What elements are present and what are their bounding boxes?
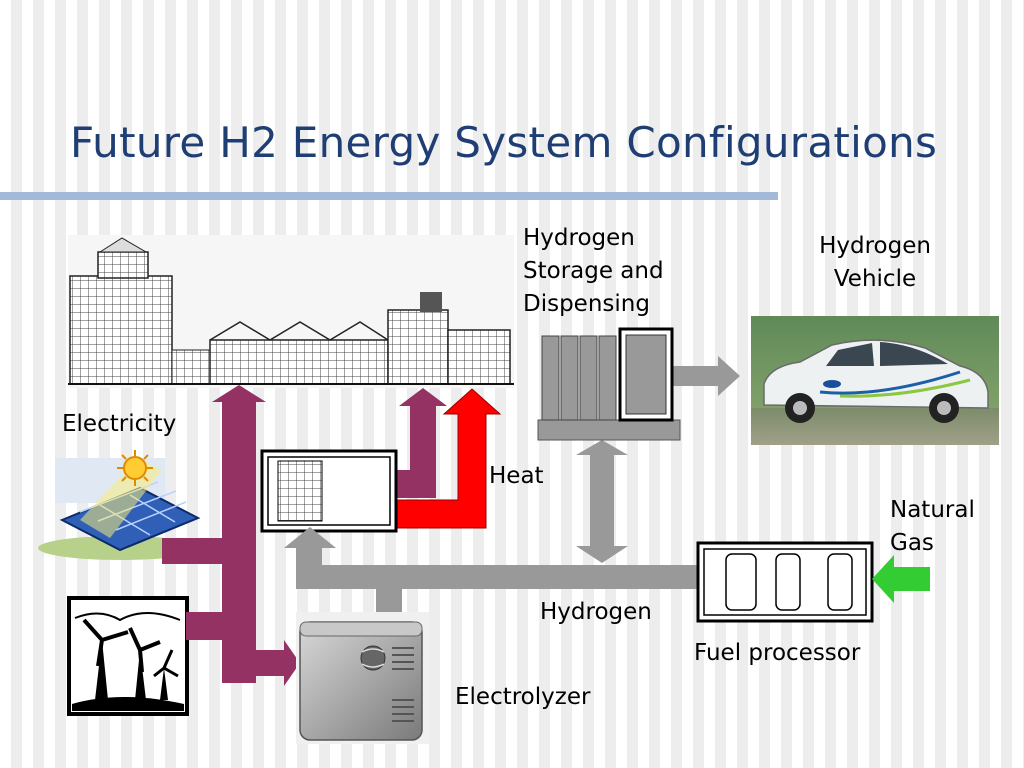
natural-gas-label: Natural Gas — [890, 494, 975, 560]
hydrogen-main-pipe — [296, 565, 700, 589]
wind-turbine-illustration — [67, 596, 189, 716]
title-rule — [0, 192, 778, 200]
heat-label: Heat — [489, 463, 544, 489]
electrolyzer-photo — [296, 612, 429, 744]
storage-label-line-2: Storage and — [523, 258, 664, 284]
hydrogen-vehicle-photo — [751, 316, 999, 445]
storage-label-line-3: Dispensing — [523, 291, 650, 317]
hydrogen-arrow-to-vehicle — [670, 356, 740, 396]
hydrogen-arrow-to-fuel-cell — [284, 527, 336, 589]
storage-label: Hydrogen Storage and Dispensing — [523, 222, 664, 321]
vehicle-label-line-2: Vehicle — [833, 266, 917, 292]
electricity-from-wind — [186, 612, 242, 640]
hydrogen-storage-dispenser — [537, 327, 681, 441]
electrolyzer-label: Electrolyzer — [455, 684, 591, 710]
storage-label-line-1: Hydrogen — [523, 225, 635, 251]
vehicle-label-line-1: Hydrogen — [819, 233, 931, 259]
electricity-arrow-up — [212, 385, 266, 683]
electricity-from-solar — [162, 538, 242, 564]
hydrogen-flow — [284, 356, 740, 621]
slide-title: Future H2 Energy System Configurations — [70, 118, 938, 167]
fuel-processor — [696, 541, 874, 623]
building-illustration — [68, 235, 514, 388]
electricity-to-electrolyzer — [240, 640, 300, 686]
electricity-label: Electricity — [62, 411, 177, 437]
electricity-from-cogen — [396, 388, 447, 498]
natural-gas-label-line-2: Gas — [890, 530, 934, 556]
solar-panel-illustration — [38, 450, 202, 560]
hydrogen-label: Hydrogen — [540, 599, 652, 625]
natural-gas-arrow — [872, 555, 930, 603]
fuel-processor-label: Fuel processor — [694, 640, 861, 666]
vehicle-label: Hydrogen Vehicle — [770, 230, 980, 296]
natural-gas-label-line-1: Natural — [890, 497, 975, 523]
heat-flow-arrow — [393, 388, 502, 529]
electricity-flow — [162, 385, 447, 686]
hydrogen-arrow-to-storage — [576, 440, 628, 563]
fuel-cell-unit — [260, 449, 398, 533]
